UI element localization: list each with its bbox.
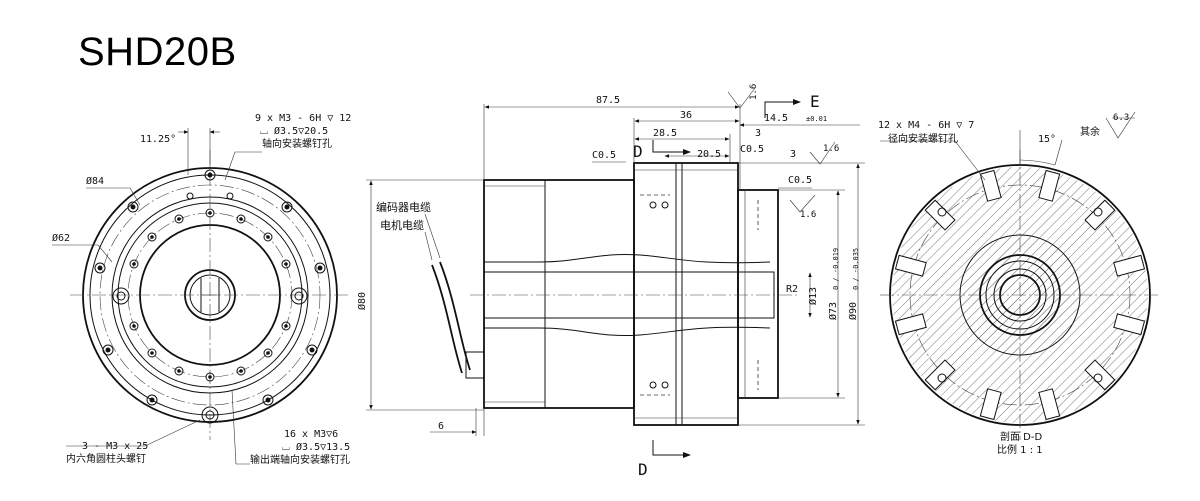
screws-desc: 内六角圆柱头螺钉: [66, 452, 146, 465]
radial-holes-desc: 径向安装螺钉孔: [888, 132, 958, 145]
roughness-right: 1.6: [823, 144, 839, 154]
section-name: 剖面 D-D: [1000, 430, 1042, 443]
dim-87-5: 87.5: [596, 95, 620, 106]
axial-holes-spec: 9 x M3 - 6H ▽ 12: [255, 113, 351, 124]
section-marker-bottom: D: [638, 460, 648, 479]
dia-84-label: Ø84: [86, 175, 104, 187]
output-holes-spec: 16 x M3▽6: [284, 429, 338, 440]
axial-holes-counterbore: ⌴ Ø3.5▽20.5: [260, 125, 328, 137]
drawing-title: SHD20B: [78, 30, 237, 74]
chamfer-left: C0.5: [592, 150, 616, 161]
output-holes-counterbore: ⌴ Ø3.5▽13.5: [282, 441, 350, 453]
section-scale: 比例 1 : 1: [997, 443, 1043, 456]
roughness-rest: 6.3: [1113, 113, 1129, 123]
dim-14-5: 14.5: [764, 113, 788, 124]
dim-3-upper: 3: [755, 128, 761, 139]
dim-dia-13: Ø13: [807, 287, 819, 305]
dim-dia-73: Ø73: [827, 302, 839, 320]
cable: [439, 261, 471, 371]
section-marker-top: D: [633, 142, 643, 161]
chamfer-right: C0.5: [788, 175, 812, 186]
dim-36: 36: [680, 110, 692, 121]
motor-cable-label: 电机电缆: [380, 218, 424, 232]
output-holes-desc: 输出端轴向安装螺钉孔: [250, 453, 350, 466]
output-flange: [737, 189, 779, 399]
tol-dia-90: 0 / -0.035: [852, 248, 860, 290]
tol-14-5: ±0.01: [806, 115, 827, 123]
socket-head-screws: [112, 287, 308, 424]
axial-holes-desc: 轴向安装螺钉孔: [262, 137, 332, 150]
side-view: 87.5 36 28.5 3 20.5 3 14.5 ±0.01 E 1.6 C…: [356, 84, 865, 479]
radial-mounting-holes: [894, 169, 1146, 421]
datum-e: E: [810, 92, 820, 111]
screws-spec: 3 - M3 x 25: [82, 441, 148, 452]
dim-6: 6: [438, 421, 444, 432]
chamfer-mid: C0.5: [740, 144, 764, 155]
angle-label: 11.25°: [140, 134, 176, 145]
dim-r2: R2: [786, 284, 798, 295]
dim-28-5: 28.5: [653, 128, 677, 139]
outer-mounting-holes: [94, 169, 326, 406]
dim-dia-80: Ø80: [356, 292, 368, 310]
dim-20-5: 20.5: [697, 149, 721, 160]
dia-62-label: Ø62: [52, 232, 70, 244]
output-mounting-holes: [129, 192, 291, 382]
section-view: 12 x M4 - 6H ▽ 7 径向安装螺钉孔 15° 其余 6.3 剖面 D…: [878, 111, 1160, 456]
dim-dia-90: Ø90: [847, 302, 859, 320]
roughness-small: 1.6: [800, 210, 816, 220]
encoder-cable-label: 编码器电缆: [376, 200, 431, 214]
motor-body: [483, 179, 635, 409]
front-view: 11.25° Ø84 Ø62 9 x M3 - 6H ▽ 12 ⌴ Ø3.5▽2…: [52, 113, 351, 466]
roughness-top: 1.6: [749, 84, 759, 100]
section-angle-label: 15°: [1038, 134, 1056, 145]
radial-holes-spec: 12 x M4 - 6H ▽ 7: [878, 120, 974, 131]
dim-3-lower: 3: [790, 149, 796, 160]
tol-dia-73: 0 / -0.019: [832, 248, 840, 290]
rest-label: 其余: [1080, 125, 1100, 138]
